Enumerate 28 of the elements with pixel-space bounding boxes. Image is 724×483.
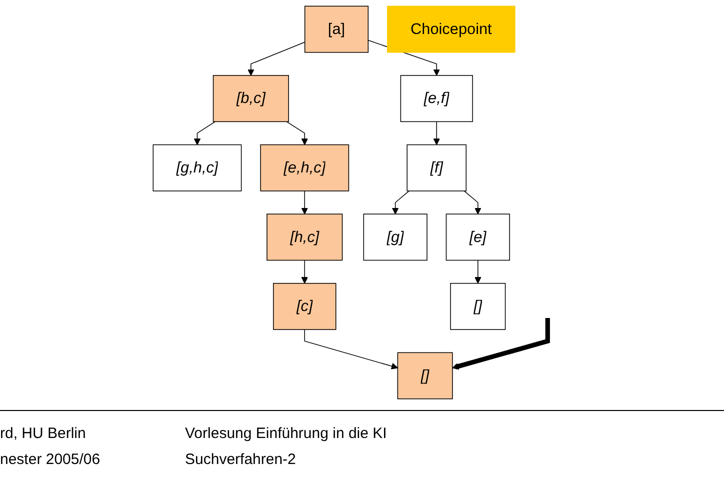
node-box: [f] <box>406 144 467 192</box>
node-box: [a] <box>304 6 369 53</box>
footer-text: Vorlesung Einführung in die KI <box>185 425 387 442</box>
node-box: [e,h,c] <box>260 144 350 192</box>
arrow <box>433 121 440 146</box>
node-box: [b,c] <box>212 75 289 122</box>
footer-text: nester 2005/06 <box>0 451 100 468</box>
arrow <box>464 190 482 214</box>
node-box: [h,c] <box>266 214 343 261</box>
arrow <box>301 260 308 284</box>
node-box: [e] <box>446 214 510 261</box>
node-box: [g,h,c] <box>152 144 242 192</box>
arrow <box>304 329 398 370</box>
arrow <box>392 190 410 214</box>
arrow <box>286 121 308 146</box>
footer-text: Suchverfahren-2 <box>185 451 296 468</box>
arrow <box>301 190 308 214</box>
node-box: [c] <box>273 282 336 330</box>
arrow <box>248 42 306 76</box>
footer-text: rd, HU Berlin <box>0 425 86 442</box>
node-box: Choicepoint <box>387 6 516 53</box>
arrow <box>474 260 482 284</box>
node-box: [] <box>450 282 506 330</box>
node-box: [] <box>397 352 453 400</box>
node-box: [g] <box>363 214 428 261</box>
arrow <box>452 318 550 370</box>
node-box: [e,f] <box>400 75 473 122</box>
arrow <box>194 121 216 146</box>
